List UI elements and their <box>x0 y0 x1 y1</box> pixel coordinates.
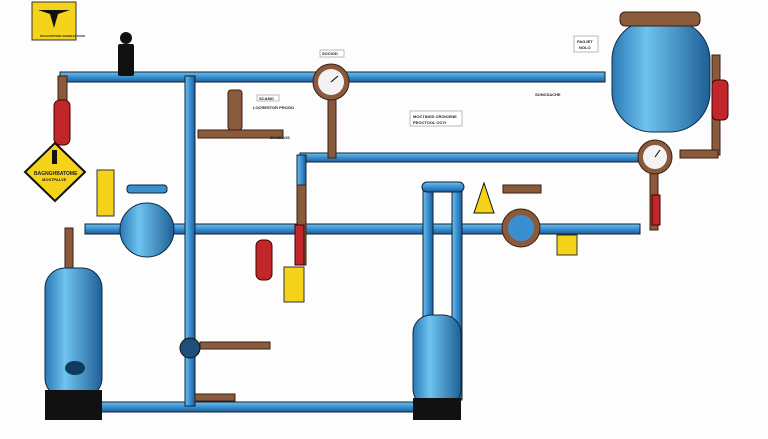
top-warning-sign <box>31 1 77 41</box>
pipe-fitting <box>179 337 201 359</box>
vertical-warning-sign <box>96 169 115 217</box>
tank-left <box>44 267 103 420</box>
brass-valve <box>227 89 243 131</box>
tank-label-line1: PAGJET <box>577 39 593 44</box>
tee-label: BACESOS <box>270 135 290 140</box>
tank-label-line2: NOLO <box>579 45 591 50</box>
sphere-tank <box>119 184 175 258</box>
valve-label: SCAMO <box>259 96 274 101</box>
tank-right-bottom <box>412 314 462 420</box>
diamond-sign-line2: MOSTPALVE <box>42 177 67 182</box>
diamond-warning-sign <box>23 141 87 203</box>
tool-warning-sign <box>556 234 578 256</box>
valve-gauge-center <box>501 184 542 248</box>
pressure-gauge-right <box>637 139 673 175</box>
small-warning-sign <box>283 266 305 303</box>
note-line2: PEOCTOOL OCYI <box>413 120 446 125</box>
pressure-gauge-top <box>312 63 350 101</box>
triangle-warning-sign <box>473 181 495 214</box>
valve-sub-label: LOCRESTOR PROGO <box>253 105 294 110</box>
person-icon <box>118 32 134 76</box>
diamond-sign-line1: BAGNGHBATOME <box>34 171 78 177</box>
valve-tag: SONCSACHE <box>535 92 561 97</box>
gauge-label: SOCIOD <box>322 51 338 56</box>
note-line1: MOCTINGS CROICENE <box>413 114 457 119</box>
red-valves <box>53 79 729 281</box>
tank-top-right <box>611 11 711 133</box>
top-sign-text: PAUGNTATOM HGHEBASSOOE <box>40 34 85 38</box>
